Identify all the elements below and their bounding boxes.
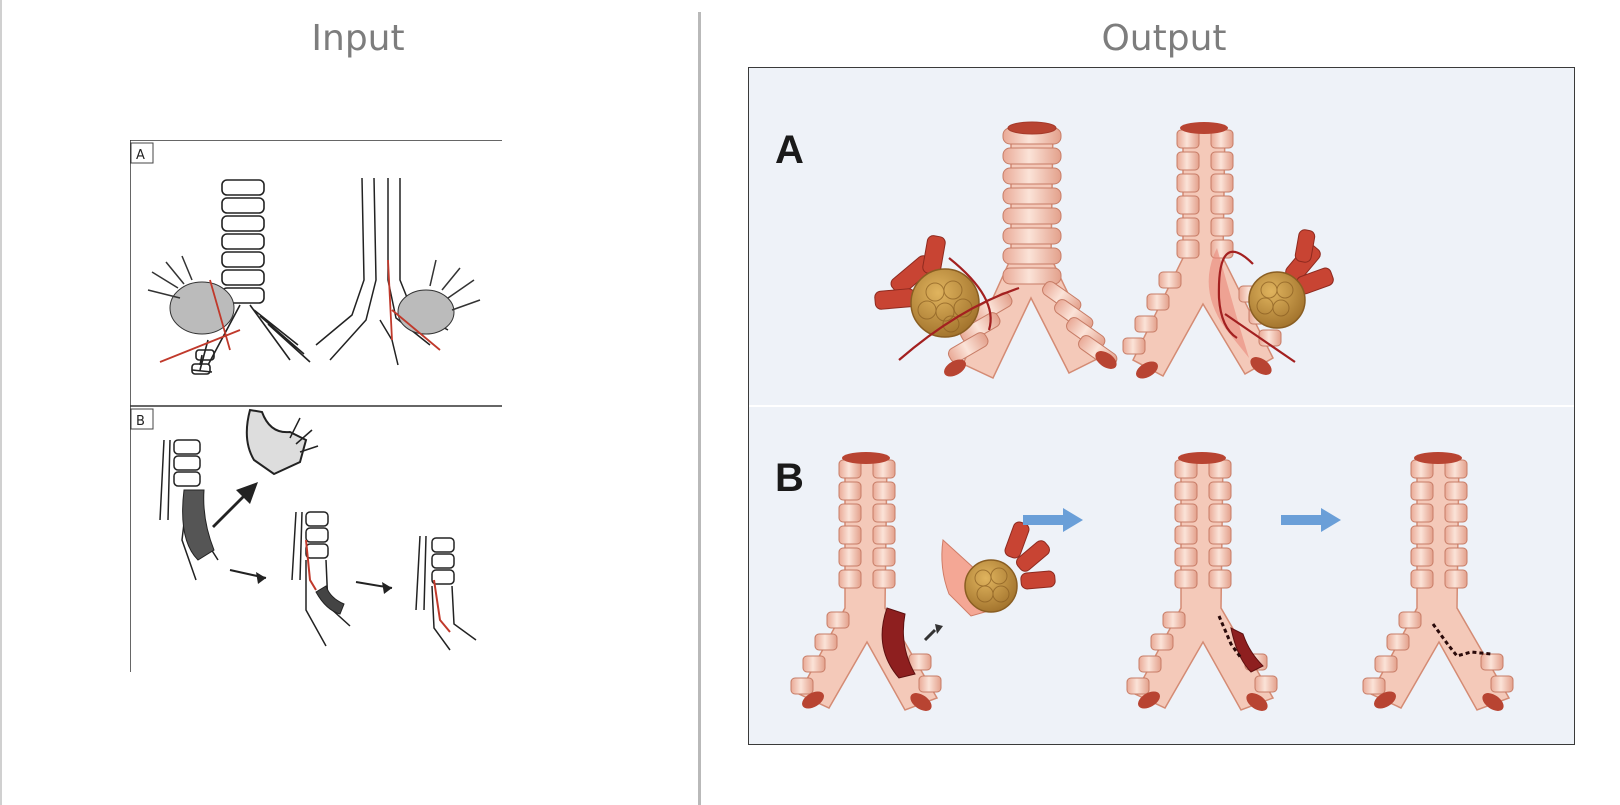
column-divider [698, 12, 701, 805]
output-panel-b-label: B [775, 456, 804, 500]
input-panel-a-label: A [136, 148, 145, 163]
output-panel-separator [749, 405, 1574, 407]
input-heading: Input [311, 18, 405, 59]
left-edge-rule [0, 0, 2, 805]
input-sketch-figure: A [130, 140, 502, 672]
output-b-airway-1 [790, 452, 943, 711]
output-a-airway-left [874, 121, 1118, 379]
output-illustration-figure: A B [748, 67, 1575, 745]
output-b-arrow-1 [1023, 508, 1083, 532]
input-panel-a: A [130, 142, 481, 375]
output-a-airway-right [1122, 122, 1334, 379]
output-b-airway-2 [1126, 452, 1278, 711]
input-panel-b-label: B [136, 414, 145, 429]
output-panel-a-label: A [775, 128, 804, 172]
output-b-specimen [941, 521, 1056, 617]
output-b-airway-3 [1362, 452, 1514, 711]
output-b-arrow-2 [1281, 508, 1341, 532]
input-panel-b: B [130, 408, 477, 651]
output-heading: Output [1101, 18, 1227, 59]
